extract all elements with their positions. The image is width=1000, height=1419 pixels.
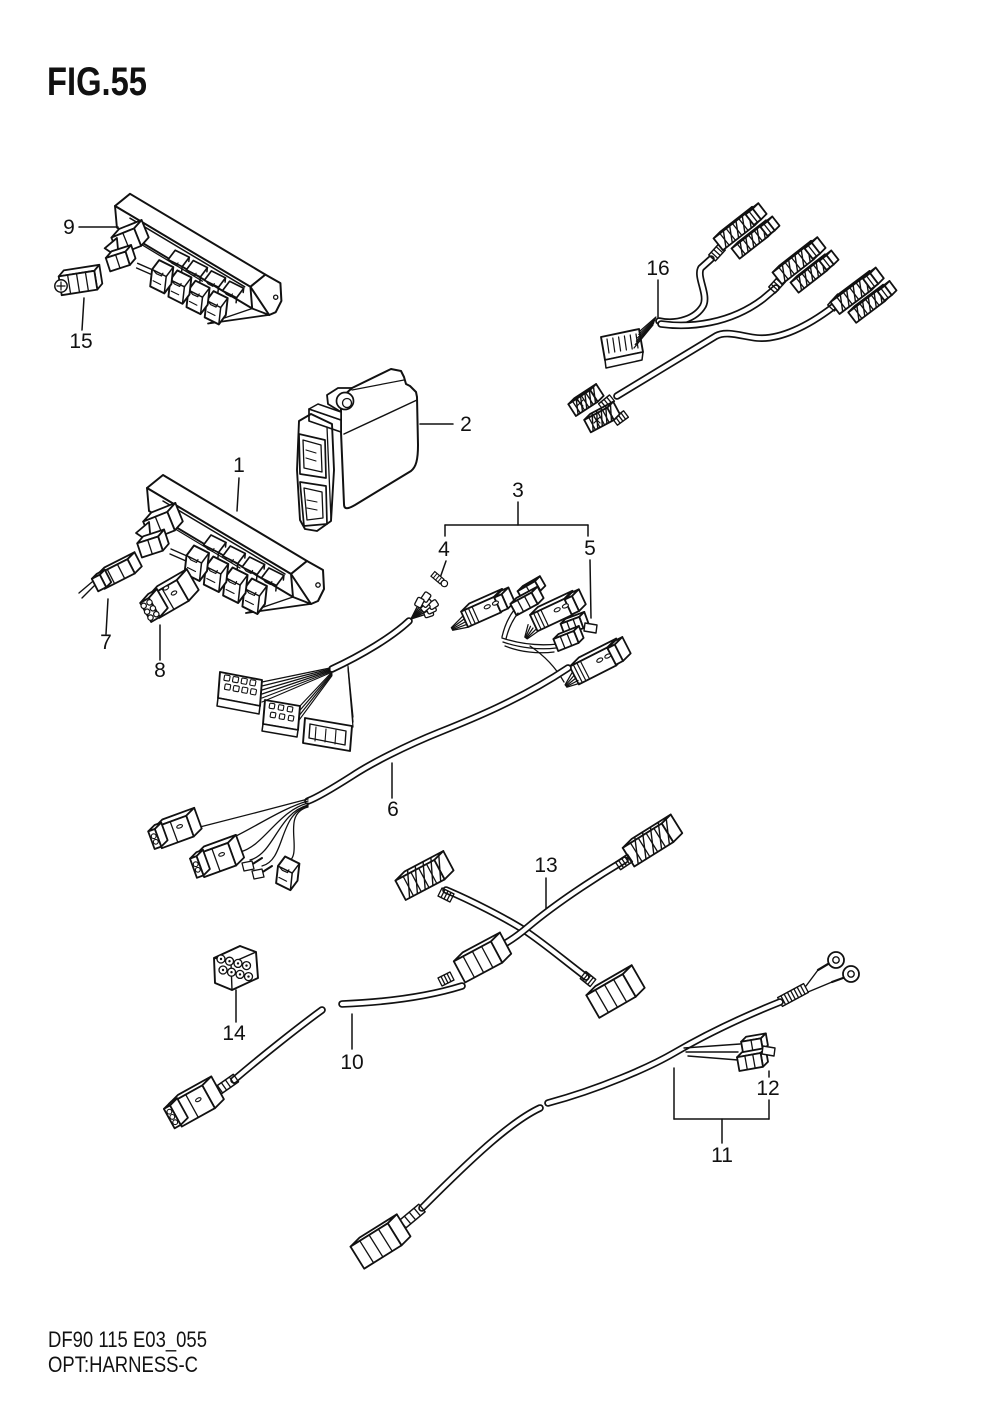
svg-text:11: 11 [711, 1144, 733, 1167]
svg-text:3: 3 [512, 479, 524, 502]
svg-text:1: 1 [233, 454, 245, 477]
svg-text:8: 8 [154, 659, 166, 682]
svg-text:14: 14 [222, 1022, 246, 1045]
svg-text:4: 4 [438, 538, 450, 561]
svg-text:15: 15 [69, 330, 92, 353]
svg-text:6: 6 [387, 798, 399, 821]
svg-text:12: 12 [756, 1077, 779, 1100]
svg-text:DF90 115 E03_055: DF90 115 E03_055 [48, 1327, 207, 1352]
svg-text:OPT:HARNESS-C: OPT:HARNESS-C [48, 1352, 198, 1377]
svg-text:5: 5 [584, 537, 596, 560]
svg-text:9: 9 [63, 216, 75, 239]
svg-text:2: 2 [460, 413, 472, 436]
svg-text:FIG.55: FIG.55 [47, 60, 147, 104]
svg-text:16: 16 [646, 257, 669, 280]
svg-text:10: 10 [340, 1051, 363, 1074]
svg-text:13: 13 [534, 854, 557, 877]
